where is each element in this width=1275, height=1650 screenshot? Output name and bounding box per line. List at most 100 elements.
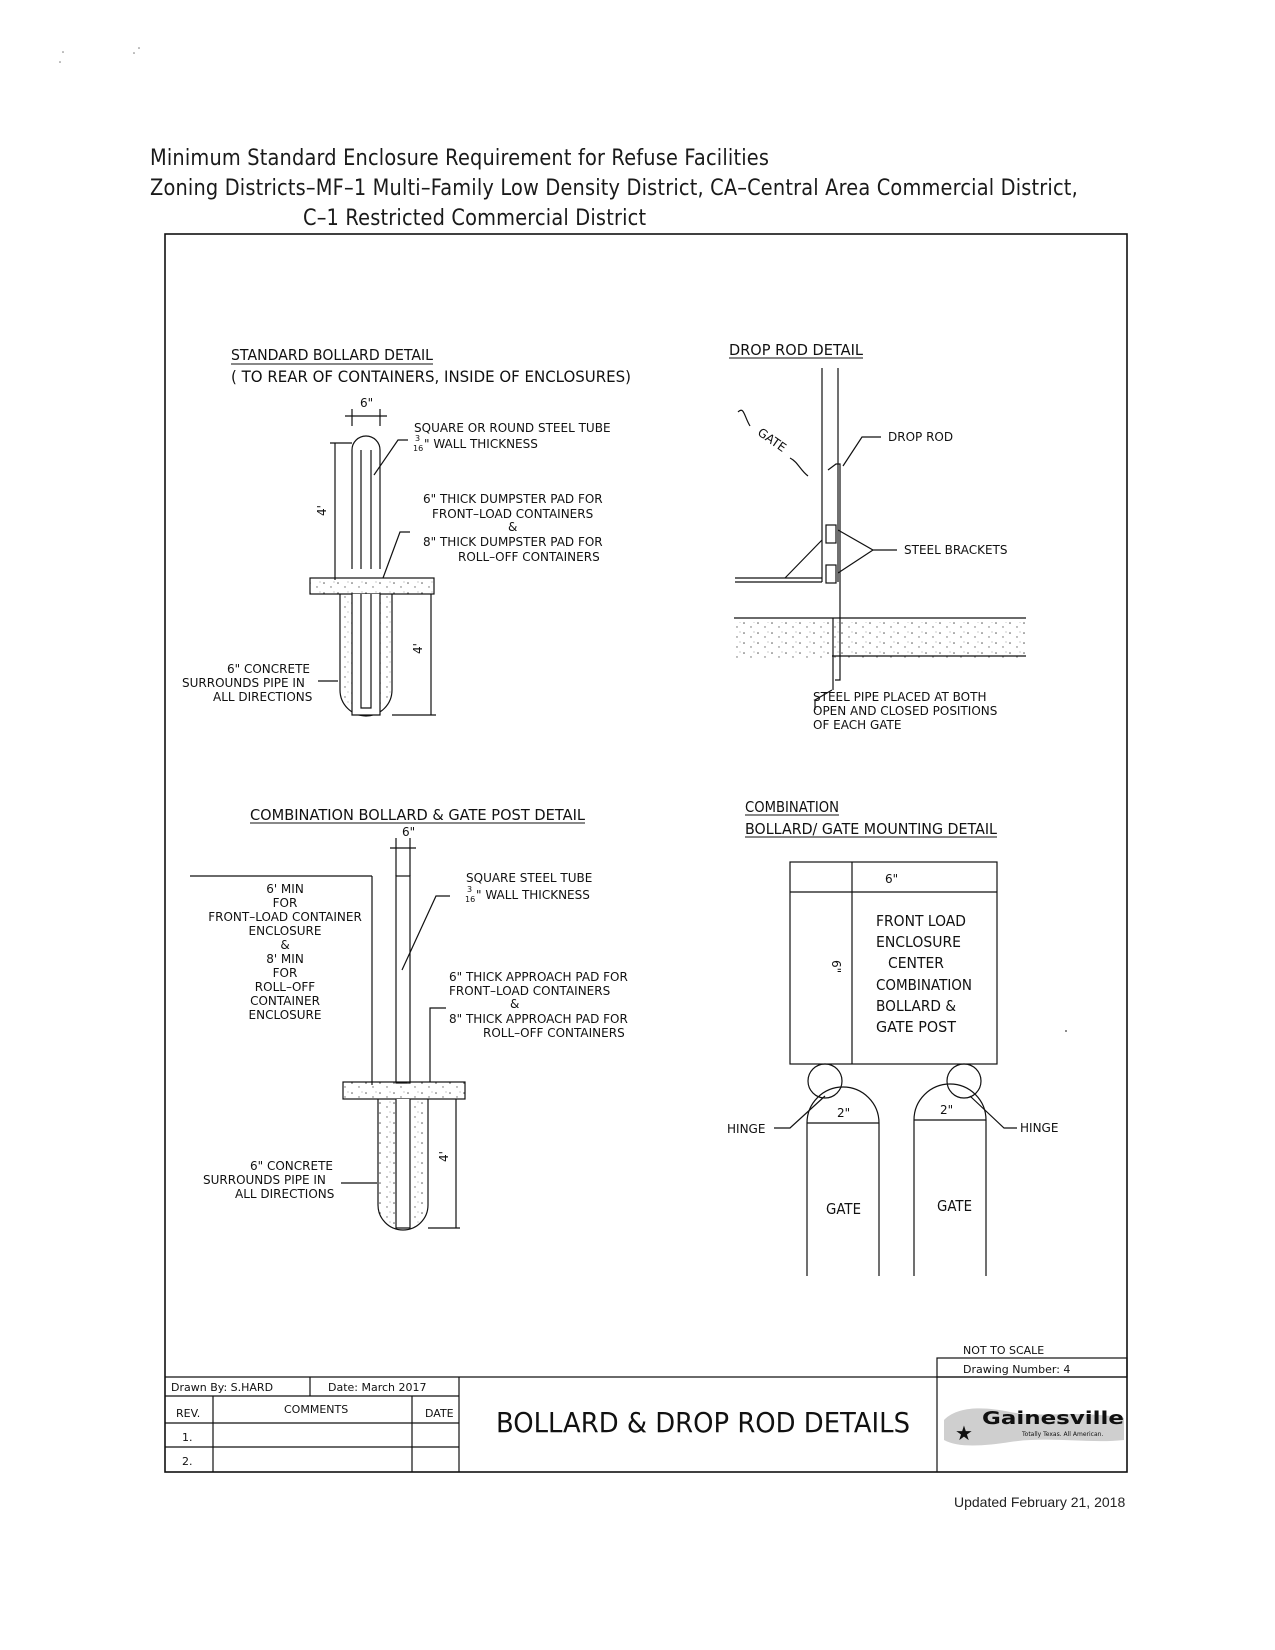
combo-gate-post-concrete-1: 6" CONCRETE [250,1159,333,1173]
combo-gate-post-pad-note-4: 8" THICK APPROACH PAD FOR [449,1012,628,1026]
gate-left-label: GATE [826,1200,861,1218]
standard-bollard-concrete-2: SURROUNDS PIPE IN [182,676,305,690]
standard-bollard-pad-note-3: & [508,520,517,534]
standard-bollard-tube [351,435,381,569]
col-date: DATE [425,1407,454,1420]
standard-bollard-width-dim: 6" [360,396,373,410]
header-line-3: C–1 Restricted Commercial District [303,206,647,231]
header-line-2: Zoning Districts–MF–1 Multi–Family Low D… [150,176,1078,201]
drawn-by: Drawn By: S.HARD [171,1381,273,1394]
standard-bollard-pad-note-1: 6" THICK DUMPSTER PAD FOR [423,492,603,506]
standard-bollard-concrete-1: 6" CONCRETE [227,662,310,676]
combo-gate-post-frac-num: 3 [467,885,472,894]
combo-gate-post-min-6: 8' MIN [266,952,304,966]
logo-tagline: Totally Texas. All American. [1021,1431,1103,1438]
drop-rod-brackets-label: STEEL BRACKETS [904,543,1007,557]
standard-bollard-concrete-3: ALL DIRECTIONS [213,690,312,704]
not-to-scale: NOT TO SCALE [963,1344,1044,1357]
standard-bollard-pad-note-5: ROLL–OFF CONTAINERS [458,550,600,564]
combo-gate-post-min-8: ROLL–OFF [255,980,316,994]
combo-mounting-box-4: COMBINATION [876,976,972,994]
standard-bollard-depth-dim: 4' [411,643,425,654]
combo-mounting-box-5: BOLLARD & [876,997,956,1015]
sheet-title: BOLLARD & DROP ROD DETAILS [496,1406,910,1439]
combo-gate-post-width-dim: 6" [402,825,415,839]
gainesville-logo: ★ Gainesville Totally Texas. All America… [944,1408,1124,1446]
combo-gate-post-min-1: 6' MIN [266,882,304,896]
combo-mounting-box-1: FRONT LOAD [876,912,966,930]
drop-rod-pipe-note-3: OF EACH GATE [813,718,901,732]
combo-gate-post-pad-note-5: ROLL–OFF CONTAINERS [483,1026,625,1040]
combo-gate-post-depth-dim: 4' [437,1151,451,1162]
combo-mounting-box-2: ENCLOSURE [876,933,961,951]
hinge-right-knuckle [946,1063,982,1099]
standard-bollard-pad-note-4: 8" THICK DUMPSTER PAD FOR [423,535,603,549]
star-icon: ★ [955,1421,973,1445]
gate-right-dim: 2" [940,1103,953,1117]
gate-right [913,1083,987,1276]
standard-bollard-subtitle: ( TO REAR OF CONTAINERS, INSIDE OF ENCLO… [231,367,631,386]
combo-gate-post-detail: COMBINATION BOLLARD & GATE POST DETAIL 6… [190,806,628,1231]
standard-bollard-pad-note-2: FRONT–LOAD CONTAINERS [432,507,593,521]
combo-gate-post-min-7: FOR [273,966,298,980]
combo-gate-post-tube-note-2: " WALL THICKNESS [476,888,590,902]
standard-bollard-detail: STANDARD BOLLARD DETAIL ( TO REAR OF CON… [182,346,631,717]
combo-gate-post-pad-note-2: FRONT–LOAD CONTAINERS [449,984,610,998]
logo-text: Gainesville [982,1408,1124,1429]
drop-rod-title: DROP ROD DETAIL [729,341,864,359]
gate-right-label: GATE [937,1197,972,1215]
title-block: NOT TO SCALE Drawing Number: 4 Drawn By:… [165,1344,1128,1472]
standard-bollard-frac-den: 16 [413,444,423,453]
drop-rod-pad [734,622,1026,660]
col-comments: COMMENTS [284,1403,348,1416]
gate-left-dim: 2" [837,1106,850,1120]
combo-gate-post-concrete-2: SURROUNDS PIPE IN [203,1173,326,1187]
drawn-date: Date: March 2017 [328,1381,427,1394]
standard-bollard-frac-num: 3 [415,434,420,443]
drop-rod-detail: DROP ROD DETAIL GATE DROP ROD STEEL BRAC… [729,341,1026,732]
standard-bollard-height-dim: 4' [315,505,329,516]
combo-mounting-title-1: COMBINATION [745,798,839,816]
col-rev: REV. [176,1407,200,1420]
drawing-number: Drawing Number: 4 [963,1363,1070,1376]
combo-gate-post-min-10: ENCLOSURE [249,1008,322,1022]
hinge-left-label: HINGE [727,1122,765,1136]
combo-gate-post-min-3: FRONT–LOAD CONTAINER [208,910,362,924]
combo-gate-post-pad-note-1: 6" THICK APPROACH PAD FOR [449,970,628,984]
rev-row-1: 1. [182,1431,193,1444]
updated-date: Updated February 21, 2018 [954,1494,1126,1510]
combo-gate-post-frac-den: 16 [465,895,475,904]
scan-specks [59,47,140,63]
combo-gate-post-pad-note-3: & [510,997,519,1011]
combo-gate-post-min-5: & [280,938,289,952]
combo-gate-post-concrete-3: ALL DIRECTIONS [235,1187,334,1201]
combo-gate-post-min-4: ENCLOSURE [249,924,322,938]
drop-rod [827,463,841,681]
standard-bollard-pad [309,577,435,595]
header-line-1: Minimum Standard Enclosure Requirement f… [150,146,770,171]
combo-gate-post-tube [395,875,411,1084]
combo-mounting-box-6: GATE POST [876,1018,957,1036]
combo-gate-post-title: COMBINATION BOLLARD & GATE POST DETAIL [250,806,586,824]
standard-bollard-tube-note-1: SQUARE OR ROUND STEEL TUBE [414,421,611,435]
combo-gate-post-min-9: CONTAINER [250,994,320,1008]
combo-mounting-title-2: BOLLARD/ GATE MOUNTING DETAIL [745,820,998,838]
standard-bollard-title: STANDARD BOLLARD DETAIL [231,346,434,364]
drop-rod-label: DROP ROD [888,430,953,444]
standard-bollard-tube-note-2: " WALL THICKNESS [424,437,538,451]
combo-gate-post-min-2: FOR [273,896,298,910]
drop-rod-gate-leader [737,409,809,477]
hinge-right-label: HINGE [1020,1121,1058,1135]
combo-mounting-detail: COMBINATION BOLLARD/ GATE MOUNTING DETAI… [727,798,1058,1276]
drop-rod-pipe-note-2: OPEN AND CLOSED POSITIONS [813,704,997,718]
combo-gate-post-pad [342,1081,466,1100]
combo-mounting-post [789,861,998,1065]
hinge-left-knuckle [807,1063,843,1099]
rev-row-2: 2. [182,1455,193,1468]
combo-gate-post-tube-note-1: SQUARE STEEL TUBE [466,871,592,885]
scan-dot [1065,1030,1067,1032]
sheet-border [164,233,1128,1473]
combo-mounting-top-dim: 6" [885,872,898,886]
drop-rod-pipe-note-1: STEEL PIPE PLACED AT BOTH [813,690,986,704]
